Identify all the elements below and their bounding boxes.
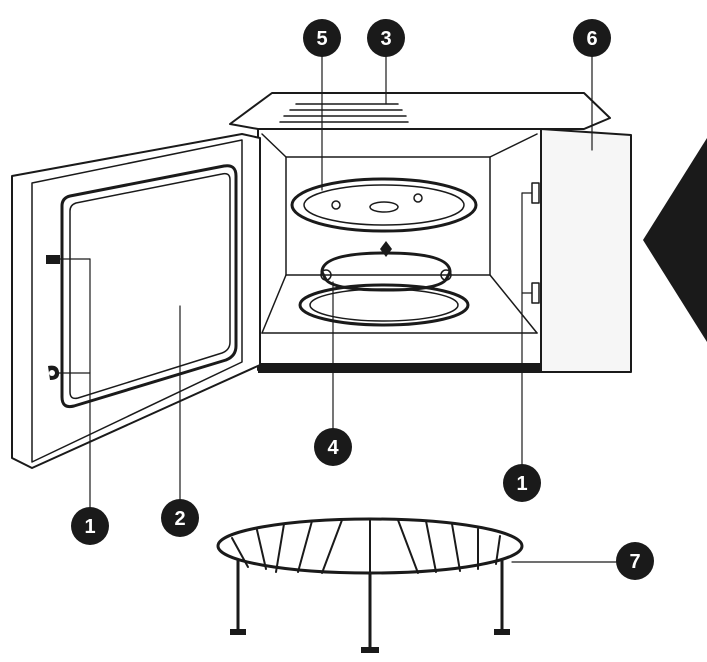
callout-roller-ring: 4 [314, 428, 352, 466]
door-latch-top [46, 255, 60, 264]
callout-door-latch-right: 1 [503, 464, 541, 502]
callout-label: 5 [316, 28, 327, 50]
callout-label: 6 [586, 28, 597, 50]
callout-label: 1 [84, 516, 95, 538]
triangle-arrow-left-icon [643, 138, 707, 342]
callout-grill-rack: 7 [616, 542, 654, 580]
glass-tray [290, 177, 478, 233]
callout-label: 4 [327, 437, 339, 459]
leader-lines [58, 55, 617, 563]
cavity-back-wall [285, 156, 491, 276]
oven-body [229, 92, 632, 373]
callout-waveguide-cover: 3 [367, 19, 405, 57]
callout-door-latch-left: 1 [71, 507, 109, 545]
door-inner-frame [31, 139, 243, 463]
control-panel [540, 128, 632, 373]
callout-label: 7 [629, 551, 640, 573]
cavity-perspective-lines [261, 133, 538, 334]
oven-top-panel [229, 92, 611, 130]
callout-label: 2 [174, 508, 185, 530]
callout-glass-tray: 5 [303, 19, 341, 57]
top-vent-slots [279, 103, 409, 123]
oven-base-strip [258, 363, 541, 373]
callout-door-window: 2 [161, 499, 199, 537]
callout-control-panel: 6 [573, 19, 611, 57]
grill-rack-legs [236, 558, 504, 650]
cavity-front-frame [257, 128, 542, 371]
callout-label: 3 [380, 28, 391, 50]
grill-rack [216, 517, 524, 653]
grill-rack-bars [231, 519, 501, 574]
oven-door [11, 133, 261, 469]
door-window [60, 164, 238, 409]
callout-label: 1 [516, 473, 527, 495]
